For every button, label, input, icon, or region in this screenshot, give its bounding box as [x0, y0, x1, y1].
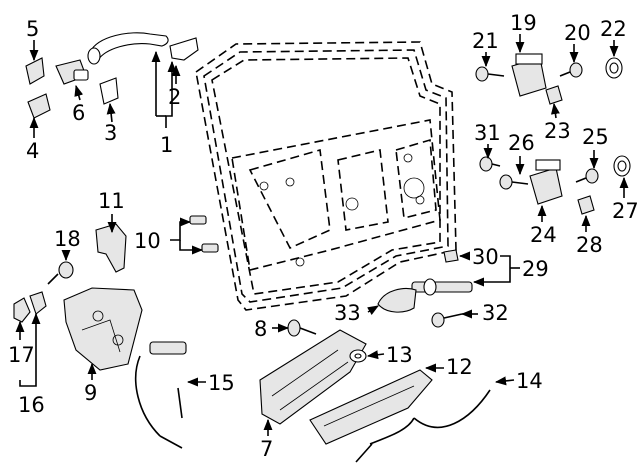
- callout-21: 21: [472, 29, 499, 53]
- washer-22: [605, 57, 623, 79]
- bolt-21: [475, 66, 505, 82]
- inner-handle-bezel: [309, 369, 433, 445]
- washer-13: [349, 349, 367, 363]
- bolt-20: [559, 62, 583, 78]
- bolt-31: [479, 156, 501, 172]
- leader-lines: [15, 34, 629, 436]
- bushing-28: [577, 195, 595, 215]
- callout-14: 14: [516, 369, 543, 393]
- lower-hinge: [529, 159, 563, 205]
- callout-5: 5: [26, 17, 39, 41]
- check-cover: [377, 287, 417, 313]
- callout-7: 7: [260, 437, 273, 461]
- lock-cylinder: [55, 59, 89, 85]
- callout-23: 23: [544, 119, 571, 143]
- callout-6: 6: [72, 101, 85, 125]
- bolt-8: [287, 319, 317, 337]
- callout-2: 2: [168, 85, 181, 109]
- bushing-23: [545, 85, 563, 105]
- callout-16: 16: [18, 393, 45, 417]
- callout-30: 30: [472, 245, 499, 269]
- callout-24: 24: [530, 223, 557, 247]
- screws-10: [189, 215, 219, 253]
- latch-cable: [134, 341, 187, 449]
- bolt-25: [575, 168, 599, 184]
- washer-27: [613, 155, 631, 177]
- callout-17: 17: [8, 343, 35, 367]
- upper-hinge: [511, 53, 547, 97]
- door-check-strap: [411, 278, 473, 296]
- callout-19: 19: [510, 11, 537, 35]
- bolt-32: [431, 312, 463, 328]
- callout-27: 27: [612, 199, 639, 223]
- door-latch: [63, 287, 143, 371]
- callout-10: 10: [134, 229, 161, 253]
- inner-handle-assembly: [259, 329, 367, 425]
- door-shell: [195, 41, 457, 311]
- callout-8: 8: [254, 317, 267, 341]
- outer-door-handle: [87, 32, 169, 65]
- callout-20: 20: [564, 21, 591, 45]
- callout-25: 25: [582, 125, 609, 149]
- callout-28: 28: [576, 233, 603, 257]
- handle-cable: [355, 389, 491, 463]
- handle-trim-upper: [25, 57, 45, 85]
- callout-9: 9: [84, 381, 97, 405]
- callout-29: 29: [522, 257, 549, 281]
- callout-numbers: 1 2 3 4 5 6 7 8 9 10 11 12 13 14 15 16 1…: [8, 11, 639, 461]
- callout-22: 22: [600, 17, 627, 41]
- callout-33: 33: [334, 301, 361, 325]
- bolt-18: [47, 261, 74, 285]
- handle-gasket: [99, 77, 119, 105]
- callout-12: 12: [446, 355, 473, 379]
- clip-30: [443, 249, 459, 263]
- callout-4: 4: [26, 139, 39, 163]
- handle-cap: [169, 37, 199, 61]
- callout-3: 3: [104, 121, 117, 145]
- pads-17: [13, 291, 47, 323]
- callout-18: 18: [54, 227, 81, 251]
- bolt-26: [499, 174, 529, 190]
- callout-31: 31: [474, 121, 501, 145]
- callout-15: 15: [208, 371, 235, 395]
- latch-bracket: [95, 223, 127, 273]
- callout-26: 26: [508, 131, 535, 155]
- callout-1: 1: [160, 133, 173, 157]
- callout-32: 32: [482, 301, 509, 325]
- callout-11: 11: [98, 189, 125, 213]
- callout-13: 13: [386, 343, 413, 367]
- handle-trim-lower: [27, 93, 51, 119]
